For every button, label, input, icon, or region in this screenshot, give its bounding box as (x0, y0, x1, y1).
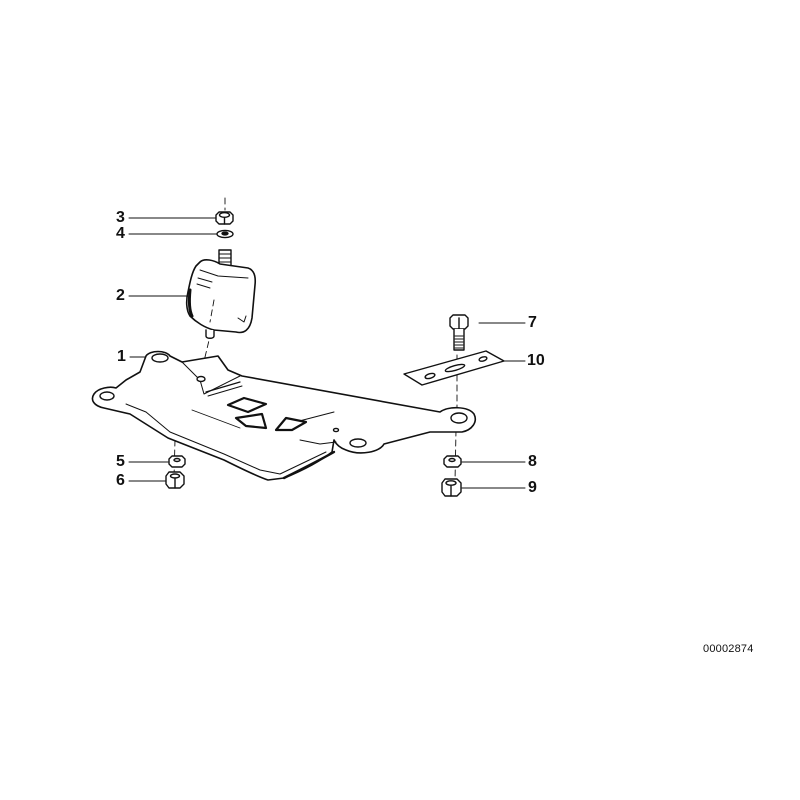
callout-2[interactable]: 2 (116, 287, 125, 304)
washer-bottom-left-icon[interactable] (168, 455, 186, 468)
callout-1[interactable]: 1 (117, 348, 126, 365)
hex-nut-bottom-right-icon[interactable] (441, 478, 462, 497)
rubber-mount-icon[interactable] (185, 249, 257, 339)
callout-4[interactable]: 4 (116, 225, 125, 242)
hex-bolt-icon[interactable] (449, 314, 469, 351)
crossmember-icon[interactable] (91, 350, 477, 481)
hex-nut-top-icon[interactable] (215, 211, 234, 225)
slotted-plate-icon[interactable] (403, 350, 505, 386)
leader-lines (128, 217, 526, 489)
washer-top-icon[interactable] (216, 229, 234, 239)
callout-3[interactable]: 3 (116, 209, 125, 226)
washer-bottom-right-icon[interactable] (443, 455, 462, 468)
callout-8[interactable]: 8 (528, 453, 537, 470)
hex-nut-bottom-left-icon[interactable] (165, 471, 185, 489)
callout-5[interactable]: 5 (116, 453, 125, 470)
callout-9[interactable]: 9 (528, 479, 537, 496)
callout-7[interactable]: 7 (528, 314, 537, 331)
callout-6[interactable]: 6 (116, 472, 125, 489)
document-number: 00002874 (703, 643, 754, 655)
callout-10[interactable]: 10 (527, 352, 545, 369)
